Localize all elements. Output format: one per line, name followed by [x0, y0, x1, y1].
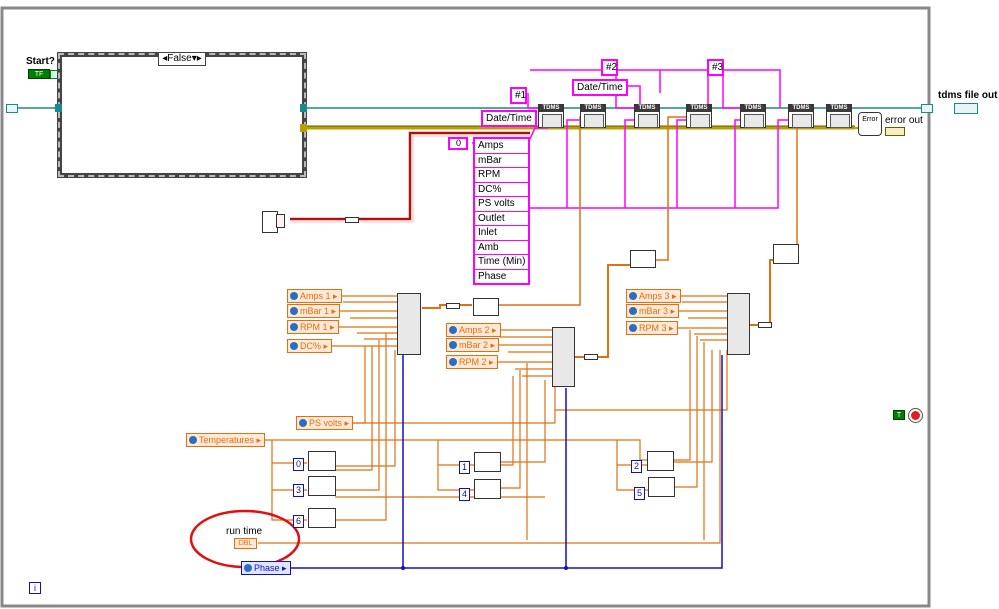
tdms-write-node-4[interactable]: TDMS	[686, 104, 712, 128]
property-node-icon	[244, 564, 252, 572]
channel-name-5[interactable]: Outlet	[475, 212, 528, 226]
tdms-close-node[interactable]: TDMS	[826, 104, 852, 128]
index-array-node-1[interactable]	[474, 452, 501, 472]
error-out-label: error out	[885, 115, 923, 126]
build-array-bundle-1[interactable]	[397, 293, 421, 355]
property-node-icon	[290, 292, 298, 300]
prop-amps-1[interactable]: Amps 1 ▸	[287, 289, 342, 303]
index-const-6[interactable]: 6	[293, 515, 304, 528]
property-node-icon	[290, 323, 298, 331]
property-node-icon	[290, 342, 298, 350]
prop-mbar-1[interactable]: mBar 1 ▸	[287, 304, 341, 318]
case-tunnel-left	[55, 104, 62, 112]
refnum-out-terminal[interactable]	[921, 104, 933, 113]
convert-node-1[interactable]	[446, 303, 460, 309]
group-name-const-2[interactable]: #2	[601, 59, 618, 76]
index-const-2[interactable]: 2	[631, 460, 642, 473]
group-name-const-1[interactable]: #1	[510, 87, 527, 104]
iteration-terminal: i	[29, 582, 41, 594]
loop-stop-terminal[interactable]	[909, 409, 922, 422]
case-dropdown-icon[interactable]: ▾	[191, 53, 197, 64]
simple-error-handler[interactable]: Error	[858, 112, 882, 136]
property-node-icon	[629, 324, 637, 332]
build-array-bundle-2[interactable]	[552, 327, 575, 387]
index-const-1[interactable]: 1	[459, 461, 470, 474]
property-node-icon	[299, 419, 307, 427]
true-constant[interactable]: T	[893, 410, 905, 420]
prop-ps-volts[interactable]: PS volts ▸	[296, 416, 354, 430]
case-error-tunnel	[300, 124, 307, 132]
prop-amps-2[interactable]: Amps 2 ▸	[446, 323, 501, 337]
prop-amps-3[interactable]: Amps 3 ▸	[626, 289, 681, 303]
case-prev-icon[interactable]: ◂	[162, 53, 168, 64]
start-label: Start?	[26, 56, 55, 67]
index-const-3[interactable]: 3	[293, 484, 304, 497]
index-array-node-0[interactable]	[308, 451, 336, 471]
property-node-icon	[290, 307, 298, 315]
channel-name-9[interactable]: Phase	[478, 270, 507, 282]
channel-name-3[interactable]: DC%	[475, 183, 528, 197]
index-const-5[interactable]: 5	[634, 487, 645, 500]
tdms-file-out-indicator[interactable]	[954, 103, 978, 114]
tdms-write-node-2[interactable]: TDMS	[580, 104, 606, 128]
index-array-node-2[interactable]	[647, 451, 674, 471]
timestamp-out-icon	[276, 214, 285, 228]
channel-name-1[interactable]: mBar	[475, 154, 528, 168]
channel-name-4[interactable]: PS volts	[475, 197, 528, 212]
prop-dc-percent[interactable]: DC% ▸	[287, 339, 333, 353]
property-node-icon	[449, 341, 457, 349]
index-array-node-5[interactable]	[648, 477, 675, 497]
group-name-const-3[interactable]: #3	[707, 59, 724, 76]
prop-rpm-2[interactable]: RPM 2 ▸	[446, 355, 498, 369]
build-array-node-2[interactable]	[630, 250, 656, 268]
start-bool-control[interactable]: TF	[28, 69, 50, 79]
prop-mbar-2[interactable]: mBar 2 ▸	[446, 338, 500, 352]
property-node-icon	[189, 436, 197, 444]
channel-name-6[interactable]: Inlet	[475, 226, 528, 241]
index-array-node-3[interactable]	[308, 476, 336, 496]
index-const-0[interactable]: 0	[293, 458, 304, 471]
to-variant-node[interactable]	[345, 217, 359, 223]
convert-node-3[interactable]	[758, 322, 772, 328]
property-node-icon	[449, 358, 457, 366]
prop-rpm-3[interactable]: RPM 3 ▸	[626, 321, 678, 335]
tdms-write-node-3[interactable]: TDMS	[634, 104, 660, 128]
prop-rpm-1[interactable]: RPM 1 ▸	[287, 320, 339, 334]
build-array-node-1[interactable]	[473, 298, 499, 316]
prop-phase[interactable]: Phase ▸	[241, 561, 291, 575]
case-selector[interactable]: ◂False▾▸	[158, 52, 206, 66]
tdms-write-node-1[interactable]: TDMS	[538, 104, 564, 128]
tdms-write-node-5[interactable]: TDMS	[740, 104, 766, 128]
convert-node-2[interactable]	[584, 354, 598, 360]
diagram-frame	[0, 6, 931, 608]
index-const-4[interactable]: 4	[459, 488, 470, 501]
index-array-node-4[interactable]	[474, 479, 501, 499]
build-array-bundle-3[interactable]	[727, 293, 750, 355]
array-index-display[interactable]: 0	[448, 137, 468, 150]
tdms-write-node-6[interactable]: TDMS	[788, 104, 814, 128]
prop-temperatures[interactable]: Temperatures ▸	[186, 433, 266, 447]
case-tunnel-right	[300, 104, 307, 112]
channel-name-0[interactable]: Amps	[475, 139, 528, 154]
error-out-indicator[interactable]	[885, 127, 905, 136]
tdms-file-out-label: tdms file out	[938, 90, 998, 101]
refnum-in-terminal[interactable]	[6, 104, 18, 113]
datetime-const-a[interactable]: Date/Time	[481, 110, 537, 127]
property-node-icon	[629, 307, 637, 315]
property-node-icon	[629, 292, 637, 300]
channel-name-8[interactable]: Time (Min)	[475, 255, 528, 270]
channel-name-2[interactable]: RPM	[475, 168, 528, 183]
index-array-node-6[interactable]	[308, 508, 336, 528]
build-array-node-3[interactable]	[773, 244, 799, 264]
channel-names-array[interactable]: Amps mBar RPM DC% PS volts Outlet Inlet …	[473, 137, 530, 285]
prop-mbar-3[interactable]: mBar 3 ▸	[626, 304, 680, 318]
run-time-control[interactable]: DBL	[234, 538, 257, 549]
case-structure[interactable]	[57, 52, 307, 178]
channel-name-7[interactable]: Amb	[475, 241, 528, 255]
case-next-icon[interactable]: ▸	[196, 53, 202, 64]
property-node-icon	[449, 326, 457, 334]
datetime-const-b[interactable]: Date/Time	[572, 79, 628, 96]
run-time-label: run time	[226, 526, 263, 537]
